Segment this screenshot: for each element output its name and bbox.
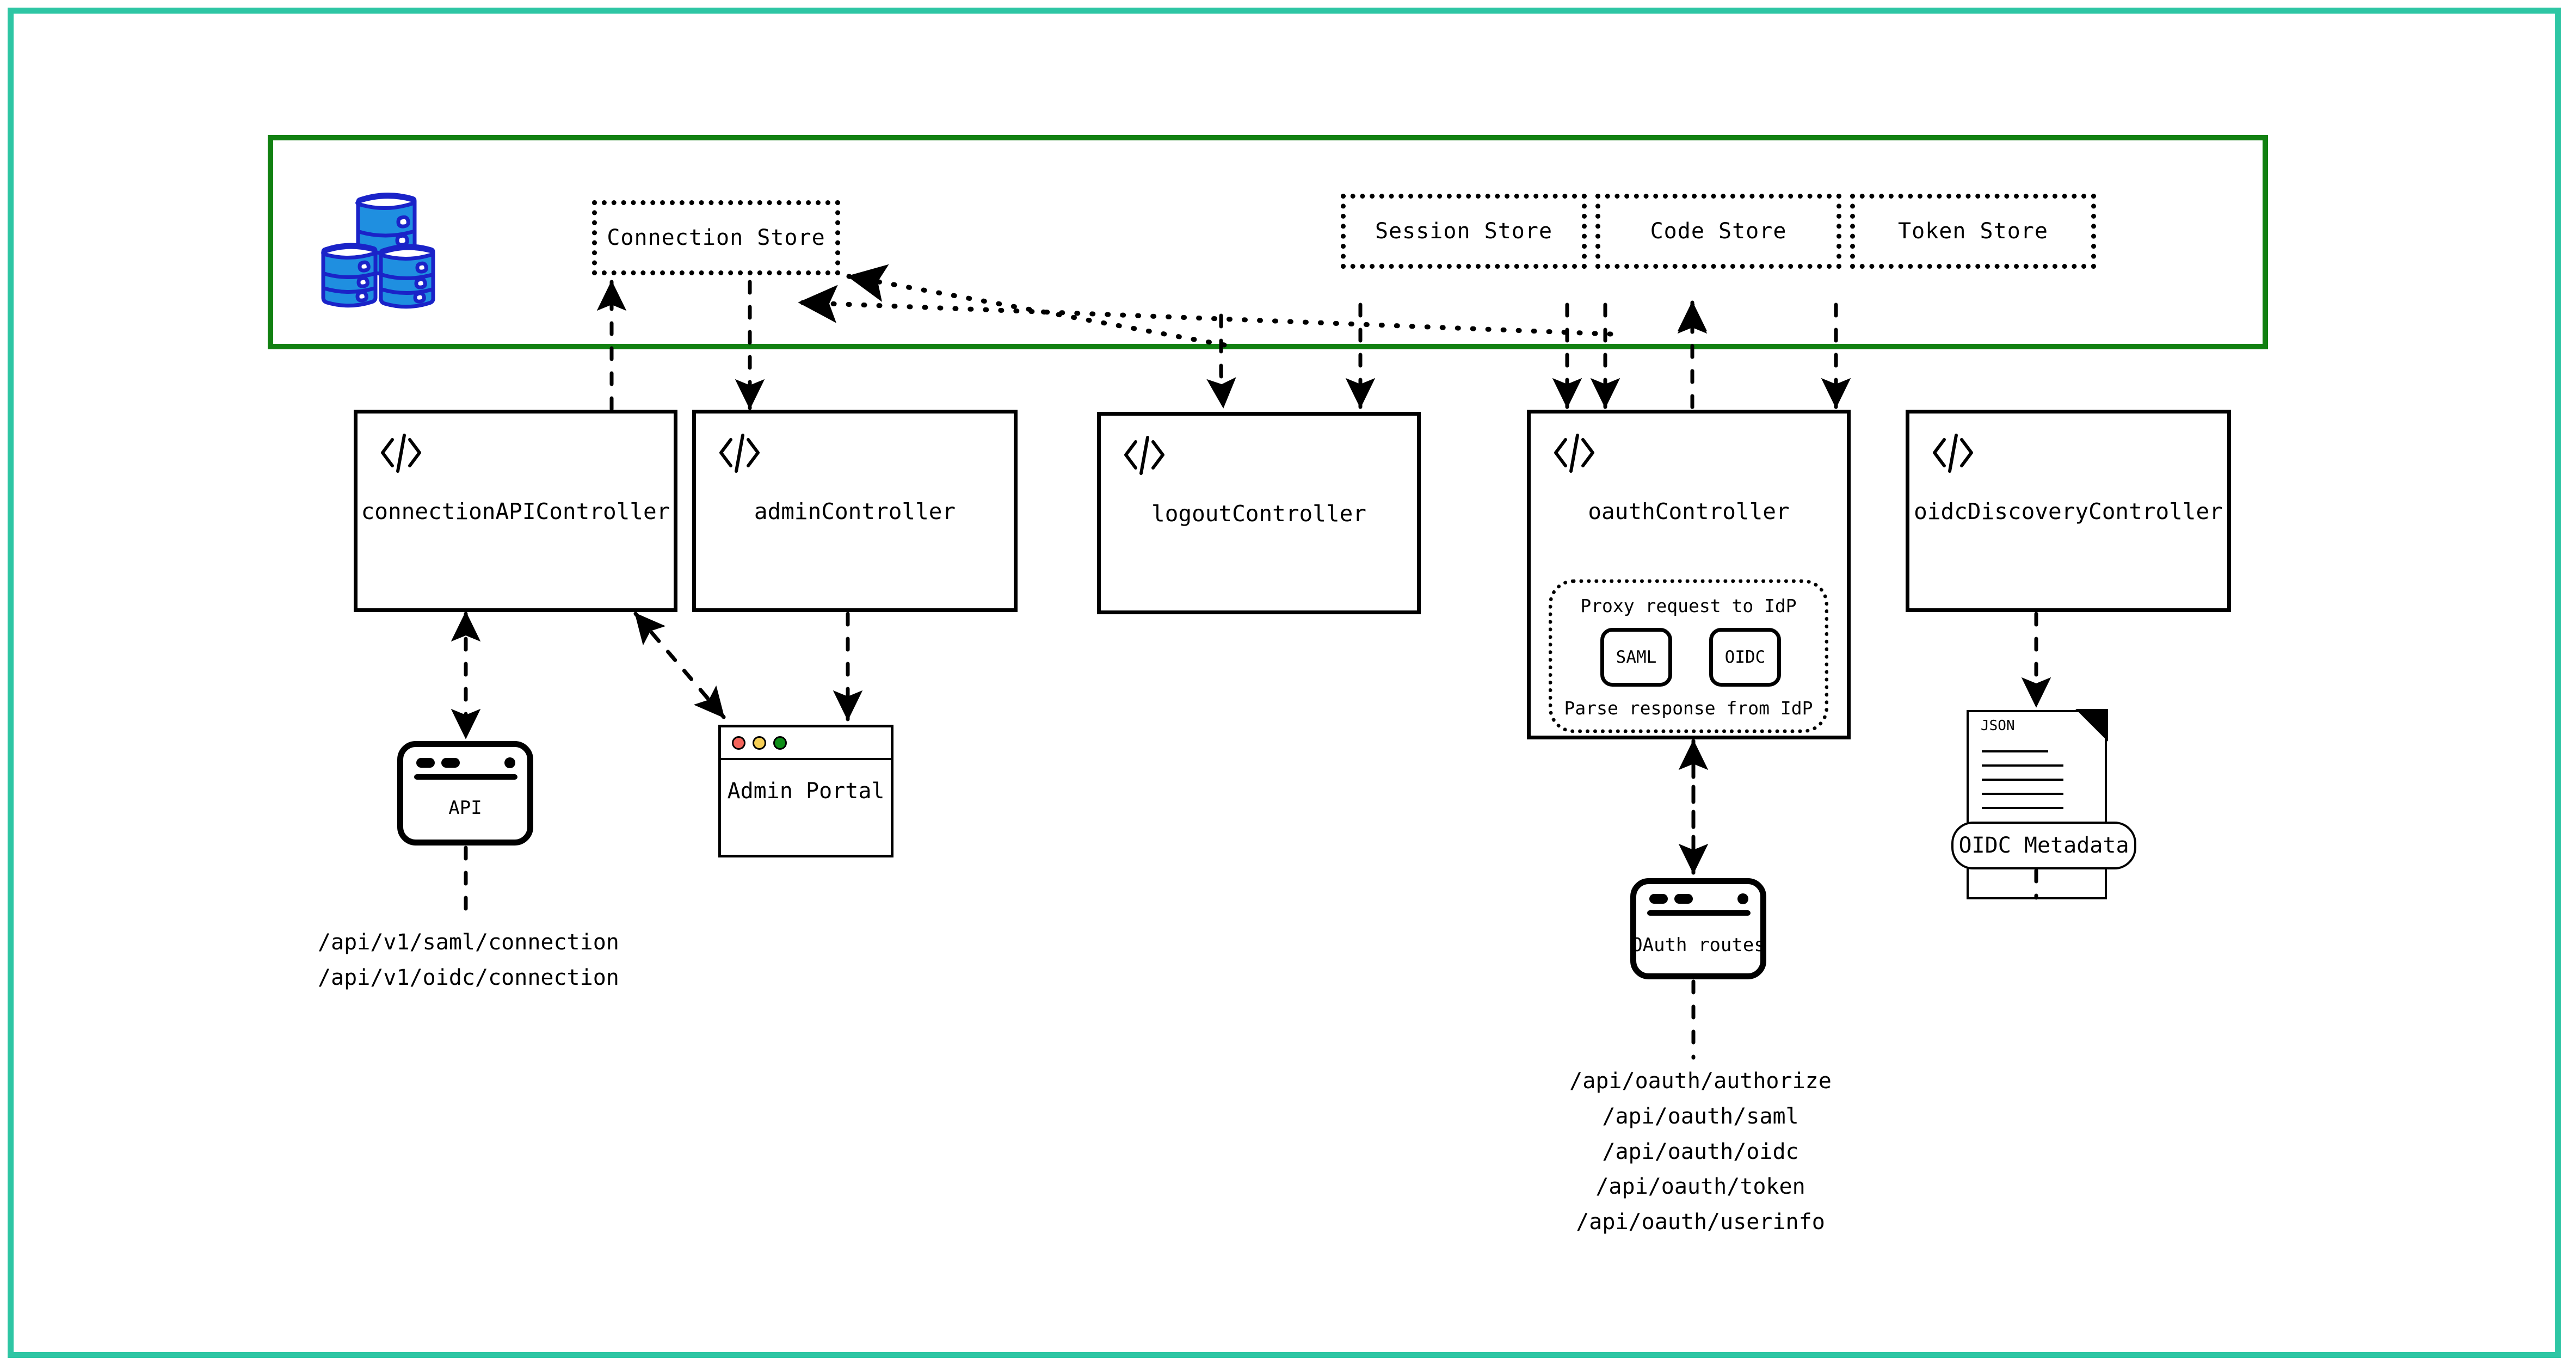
code-brackets-icon: [1549, 428, 1599, 478]
controller-oidc-discovery-controller[interactable]: oidcDiscoveryController: [1906, 410, 2231, 612]
store-label-token-store: Token Store: [1898, 219, 2048, 244]
database-stack-icon: [310, 173, 446, 309]
controller-label-oauth-controller: oauthController: [1588, 498, 1790, 524]
route-item: /api/oauth/userinfo: [1576, 1209, 1825, 1235]
store-label-session-store: Session Store: [1375, 219, 1553, 244]
doc-text-line: [1982, 764, 2063, 767]
window-pill-1: [1649, 894, 1668, 904]
outer-frame-border: [8, 8, 2561, 1358]
admin-portal-label: Admin Portal: [727, 779, 885, 804]
json-doc-label: JSON: [1981, 718, 2015, 734]
api-window-icon[interactable]: API: [397, 741, 533, 846]
parse-response-caption: Parse response from IdP: [1564, 698, 1813, 719]
doc-text-line: [1982, 807, 2063, 809]
store-label-code-store: Code Store: [1650, 219, 1787, 244]
code-brackets-icon: [1928, 428, 1978, 478]
window-pill-1: [416, 758, 435, 768]
controller-label-connection-api-controller: connectionAPIController: [361, 498, 670, 524]
window-dot: [1737, 893, 1748, 904]
api-icon-label: API: [448, 797, 482, 819]
store-box-connection-store[interactable]: Connection Store: [592, 200, 840, 275]
window-pill-2: [441, 758, 460, 768]
store-box-token-store[interactable]: Token Store: [1850, 194, 2096, 269]
doc-text-line: [1982, 779, 2063, 781]
code-brackets-icon: [376, 428, 426, 478]
traffic-light-maximize[interactable]: [773, 736, 787, 750]
route-item: /api/oauth/oidc: [1602, 1139, 1799, 1164]
traffic-light-minimize[interactable]: [753, 736, 766, 750]
window-address-bar: [414, 774, 517, 780]
window-pill-2: [1674, 894, 1693, 904]
controller-logout-controller[interactable]: logoutController: [1097, 412, 1421, 614]
protocol-chip-saml[interactable]: SAML: [1600, 628, 1672, 687]
window-dot: [504, 757, 515, 768]
oidc-metadata-badge[interactable]: OIDC Metadata: [1951, 822, 2136, 869]
proxy-to-idp-group: Proxy request to IdP SAML OIDC Parse res…: [1549, 579, 1828, 733]
window-address-bar: [1647, 910, 1751, 916]
route-item: /api/v1/saml/connection: [318, 930, 619, 955]
protocol-chip-oidc[interactable]: OIDC: [1709, 628, 1781, 687]
doc-text-line: [1982, 750, 2048, 752]
route-item: /api/oauth/saml: [1602, 1103, 1799, 1129]
code-brackets-icon: [1119, 430, 1169, 480]
route-item: /api/oauth/token: [1595, 1174, 1805, 1200]
route-item: /api/v1/oidc/connection: [318, 965, 619, 990]
code-brackets-icon: [714, 428, 765, 478]
controller-connection-api-controller[interactable]: connectionAPIController: [354, 410, 677, 612]
controller-label-admin-controller: adminController: [754, 498, 956, 524]
controller-label-logout-controller: logoutController: [1151, 501, 1366, 527]
route-item: /api/oauth/authorize: [1569, 1069, 1832, 1094]
oauth-route-list: /api/oauth/authorize /api/oauth/saml /ap…: [1524, 1064, 1877, 1240]
connection-api-route-list: /api/v1/saml/connection /api/v1/oidc/con…: [318, 925, 619, 996]
window-titlebar: [721, 727, 891, 760]
admin-portal-window[interactable]: Admin Portal: [718, 725, 893, 857]
controller-admin-controller[interactable]: adminController: [692, 410, 1018, 612]
controller-label-oidc-discovery-controller: oidcDiscoveryController: [1914, 498, 2223, 524]
store-box-session-store[interactable]: Session Store: [1341, 194, 1587, 269]
doc-text-line: [1982, 793, 2063, 795]
proxy-request-caption: Proxy request to IdP: [1580, 595, 1797, 616]
document-body: [1967, 710, 2107, 899]
traffic-light-close[interactable]: [732, 736, 745, 750]
store-label-connection-store: Connection Store: [607, 225, 825, 250]
store-box-code-store[interactable]: Code Store: [1595, 194, 1841, 269]
oauth-routes-window-icon[interactable]: OAuth routes: [1630, 878, 1766, 979]
json-document-icon[interactable]: JSON: [1967, 709, 2108, 899]
oidc-metadata-label: OIDC Metadata: [1958, 833, 2129, 858]
oauth-routes-icon-label: OAuth routes: [1631, 934, 1765, 956]
